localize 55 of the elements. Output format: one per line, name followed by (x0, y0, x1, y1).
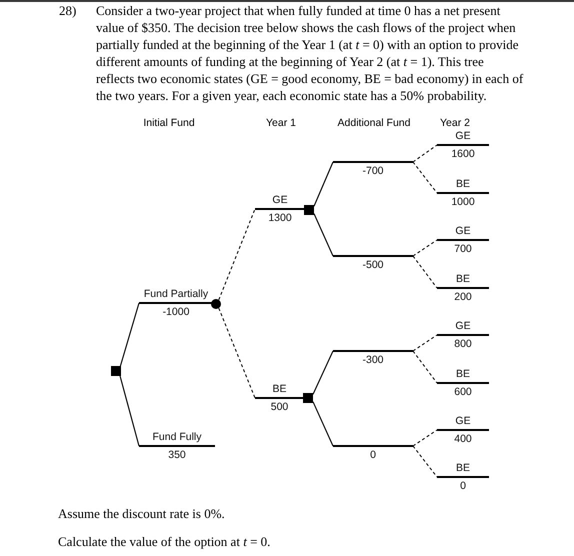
dashed-connector-line (412, 334, 438, 352)
branch-label: GE (272, 194, 288, 206)
branch-value: 800 (454, 338, 472, 350)
branch-label: BE (456, 462, 470, 474)
branch-value: 0 (370, 449, 376, 461)
dashed-connector-line (412, 350, 438, 384)
dashed-connector-line (412, 240, 438, 256)
decision-node-square (303, 393, 313, 403)
branch-label: Fund Fully (152, 431, 202, 443)
connector-line (120, 302, 140, 366)
branch-label: GE (455, 225, 471, 237)
connector-line (312, 350, 334, 395)
branch-value: -1000 (162, 306, 190, 318)
connector-line (314, 162, 334, 206)
decision-node-square (111, 366, 121, 376)
branch-value: 600 (454, 386, 472, 398)
branch-label: BE (456, 178, 470, 190)
question-number: 28) (59, 2, 76, 20)
branch-value: 200 (454, 291, 472, 303)
dashed-connector-line (412, 256, 438, 288)
branch-value: -500 (362, 259, 384, 271)
connector-line (314, 213, 334, 256)
branch-label: BE (272, 383, 286, 395)
dashed-connector-line (412, 446, 438, 478)
column-header: Initial Fund (143, 117, 195, 129)
branch-value: 400 (454, 433, 472, 445)
dashed-connector-line (218, 208, 256, 300)
dashed-connector-line (412, 430, 438, 446)
branch-value: 1000 (451, 196, 475, 208)
branch-label: GE (455, 415, 471, 427)
column-header: Additional Fund (338, 117, 410, 129)
dashed-connector-line (412, 144, 438, 162)
branch-value: 700 (454, 243, 472, 255)
branch-label: Fund Partially (144, 288, 208, 300)
column-header: Year 1 (266, 117, 296, 129)
branch-value: -300 (362, 354, 384, 366)
branch-label: GE (455, 130, 471, 142)
decision-node-square (304, 205, 314, 215)
question-text: Calculate the value of the option at t = 0. (58, 533, 270, 550)
branch-label: BE (456, 273, 470, 285)
branch-value: 500 (270, 401, 288, 413)
branch-value: 1600 (451, 148, 475, 160)
dashed-connector-line (218, 308, 256, 398)
branch-value: -700 (362, 165, 384, 177)
branch-value: 0 (460, 480, 466, 492)
branch-label: GE (455, 320, 471, 332)
dashed-connector-line (412, 162, 438, 194)
question-text: Consider a two-year project that when fully funded at time 0 has a net present value of $350. The decision tree below shows the cash flows of the project when partially funded at the beginning of the Year 1 (at t = 0) with an option to provide different amounts of funding at the beginning of Year 2 (at t = 1). This tree reflects two economic states (GE = good economy, BE = bad economy) in each of the two years. For a given year, each economic state has a 50% probability. (96, 2, 524, 105)
column-header: Year 2 (440, 117, 470, 129)
branch-label: BE (456, 368, 470, 380)
branch-value: 350 (168, 449, 186, 461)
connector-line (312, 401, 334, 446)
branch-value: 1300 (268, 212, 292, 224)
connector-line (120, 376, 140, 446)
question-text: Assume the discount rate is 0%. (58, 505, 225, 522)
